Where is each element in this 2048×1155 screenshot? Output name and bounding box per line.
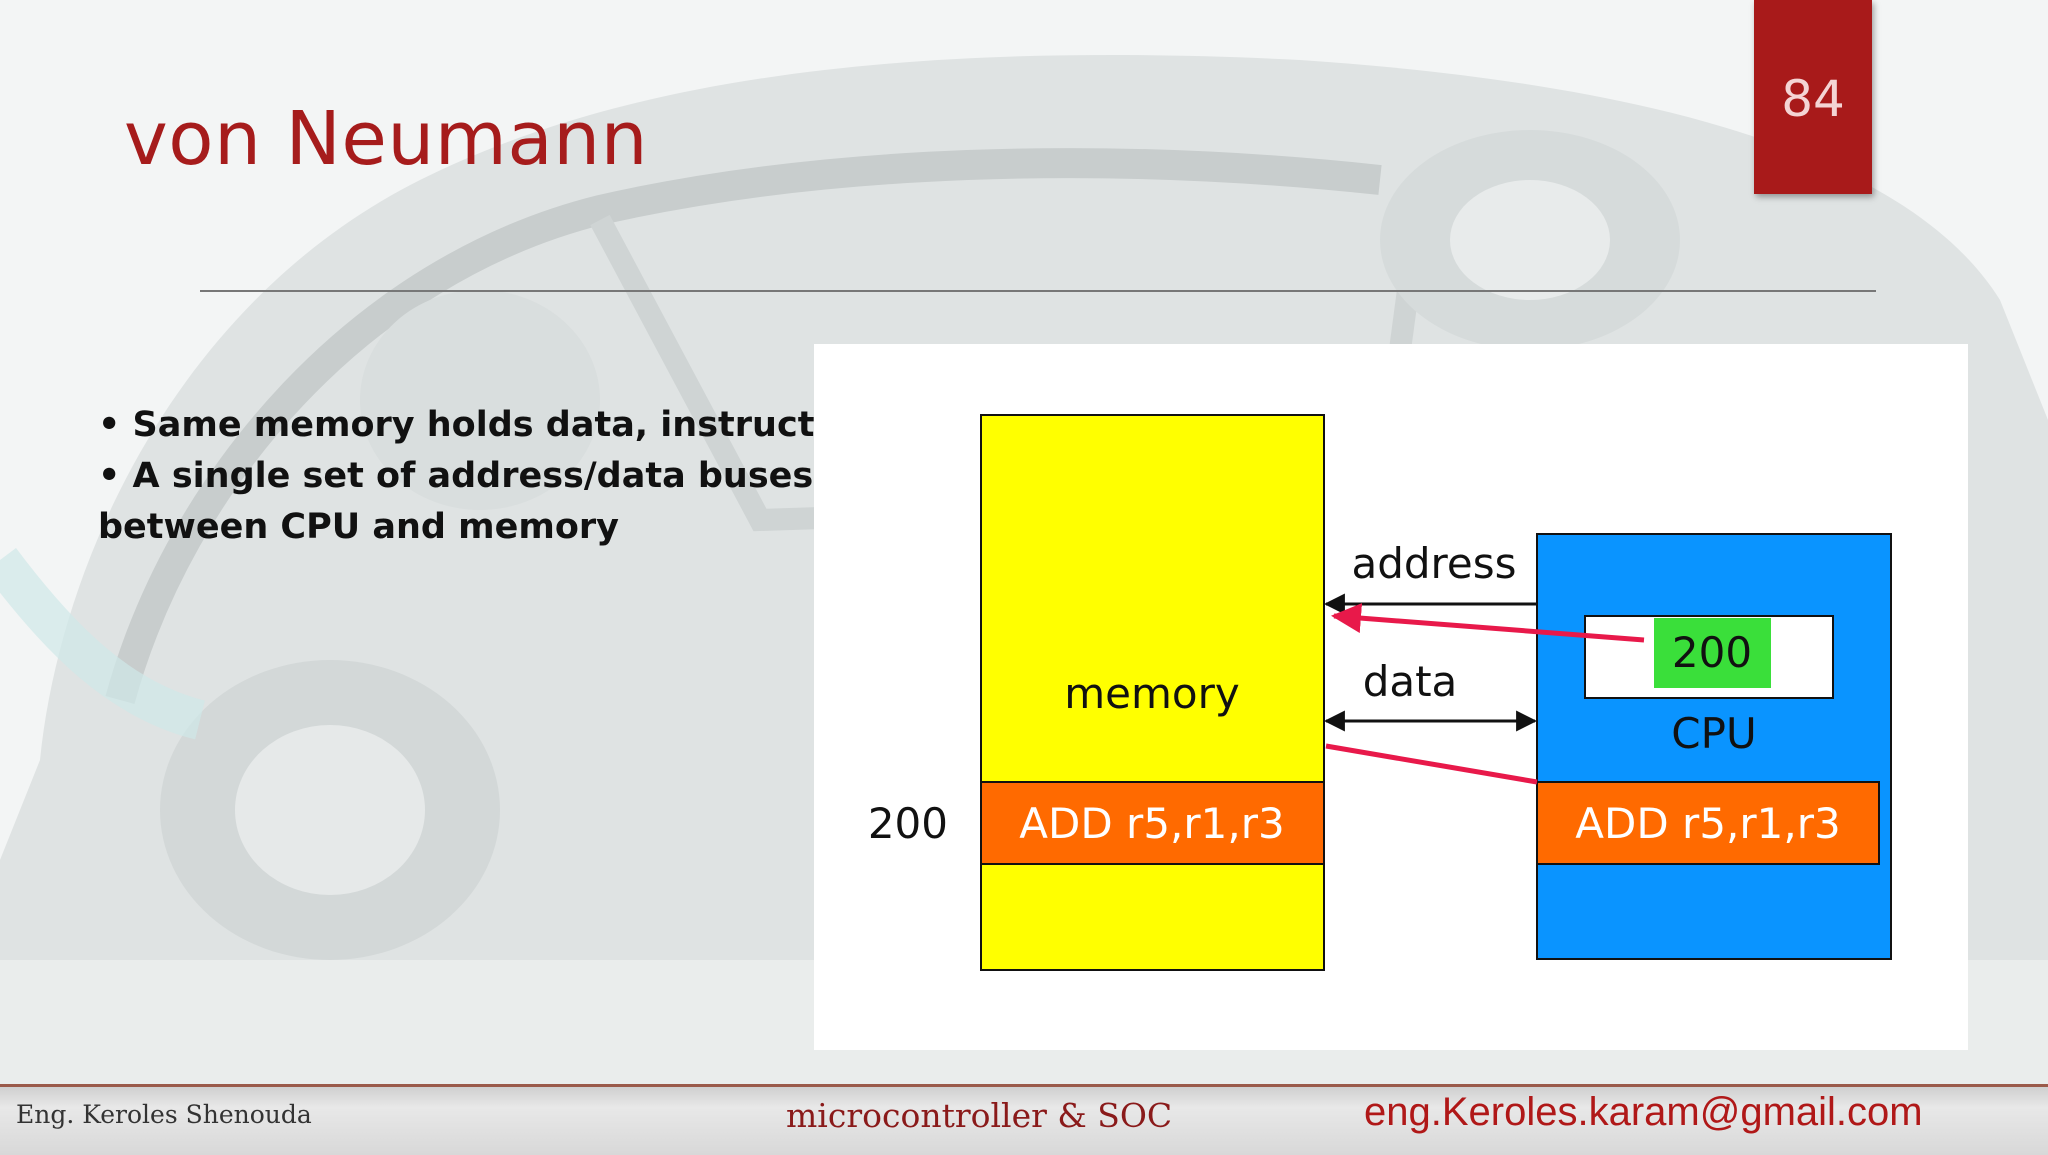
bullet-list: • Same memory holds data, instructions. …	[98, 400, 910, 553]
page-number-badge: 84	[1754, 0, 1872, 194]
data-bus-label: data	[1363, 657, 1458, 706]
memory-label: memory	[1064, 669, 1240, 718]
cpu-instruction-text: ADD r5,r1,r3	[1575, 799, 1840, 848]
cpu-block	[1536, 533, 1892, 960]
memory-to-cpu-red-line	[1325, 743, 1538, 785]
footer-author: Eng. Keroles Shenouda	[16, 1100, 312, 1129]
bullet-item: • A single set of address/data buses	[98, 456, 814, 496]
memory-address-label: 200	[868, 799, 948, 848]
bullet-item: • Same memory holds data, instructions.	[98, 405, 910, 445]
footer-course: microcontroller & SOC	[786, 1096, 1173, 1135]
register-value: 200	[1672, 628, 1752, 677]
memory-instruction-text: ADD r5,r1,r3	[1019, 799, 1284, 848]
cpu-instruction-row	[1536, 781, 1880, 865]
slide-title: von Neumann	[124, 96, 649, 182]
slide-footer	[0, 1084, 2048, 1155]
cpu-label: CPU	[1671, 709, 1756, 758]
von-neumann-diagram: memory ADD r5,r1,r3 200 200 CPU ADD r5,r…	[814, 344, 1968, 1050]
bullet-item: between CPU and memory	[98, 507, 619, 547]
register-value-highlight	[1654, 618, 1771, 688]
title-divider	[200, 290, 1876, 292]
page-number: 84	[1781, 70, 1845, 128]
footer-email: eng.Keroles.karam@gmail.com	[1364, 1090, 1923, 1134]
memory-block	[980, 414, 1325, 971]
register-to-memory-red-arrow	[1331, 603, 1645, 643]
memory-instruction-row	[980, 781, 1325, 865]
address-bus-label: address	[1351, 539, 1516, 588]
diagram-canvas: memory ADD r5,r1,r3 200 200 CPU ADD r5,r…	[868, 414, 1892, 971]
